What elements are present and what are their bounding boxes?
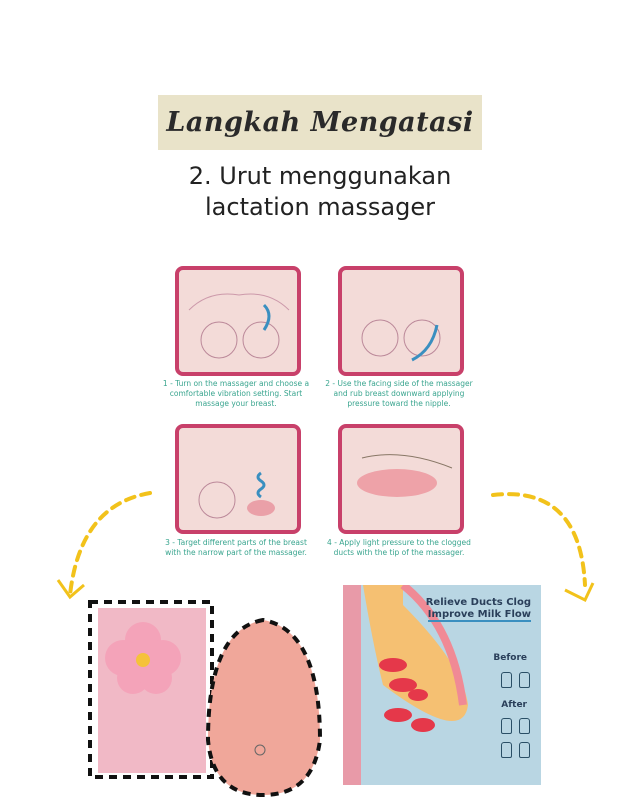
step-3-caption: 3 - Target different parts of the breast… <box>165 538 307 557</box>
subtitle-line-2: lactation massager <box>205 193 435 221</box>
step-3-illustration <box>175 424 301 534</box>
step-2-illustration <box>338 266 464 376</box>
step-1-caption: 1 - Turn on the massager and choose a co… <box>162 379 310 408</box>
banner-title: Langkah Mengatasi <box>166 107 474 138</box>
step-4-illustration <box>338 424 464 534</box>
breast-duct-diagram: Relieve Ducts Clog Improve Milk Flow Bef… <box>343 585 541 785</box>
step-4-caption: 4 - Apply light pressure to the clogged … <box>327 538 471 557</box>
bottle-icon <box>519 718 530 734</box>
diagram-title-1: Relieve Ducts Clog <box>425 597 531 608</box>
bottle-icon <box>501 672 512 688</box>
title-banner: Langkah Mengatasi <box>158 95 482 150</box>
step-2-caption: 2 - Use the facing side of the massager … <box>325 379 473 408</box>
massager-product-image <box>88 600 323 798</box>
bottle-icon <box>501 742 512 758</box>
bottle-icon <box>519 742 530 758</box>
before-label: Before <box>493 653 527 663</box>
left-dashed-arrow-icon <box>56 491 152 600</box>
bottle-icon <box>519 672 530 688</box>
right-dashed-arrow-icon <box>491 492 595 603</box>
diagram-title-2: Improve Milk Flow <box>427 609 531 622</box>
subtitle-line-1: 2. Urut menggunakan <box>188 162 452 190</box>
step-1-illustration <box>175 266 301 376</box>
bottle-icon <box>501 718 512 734</box>
after-label: After <box>501 700 527 710</box>
